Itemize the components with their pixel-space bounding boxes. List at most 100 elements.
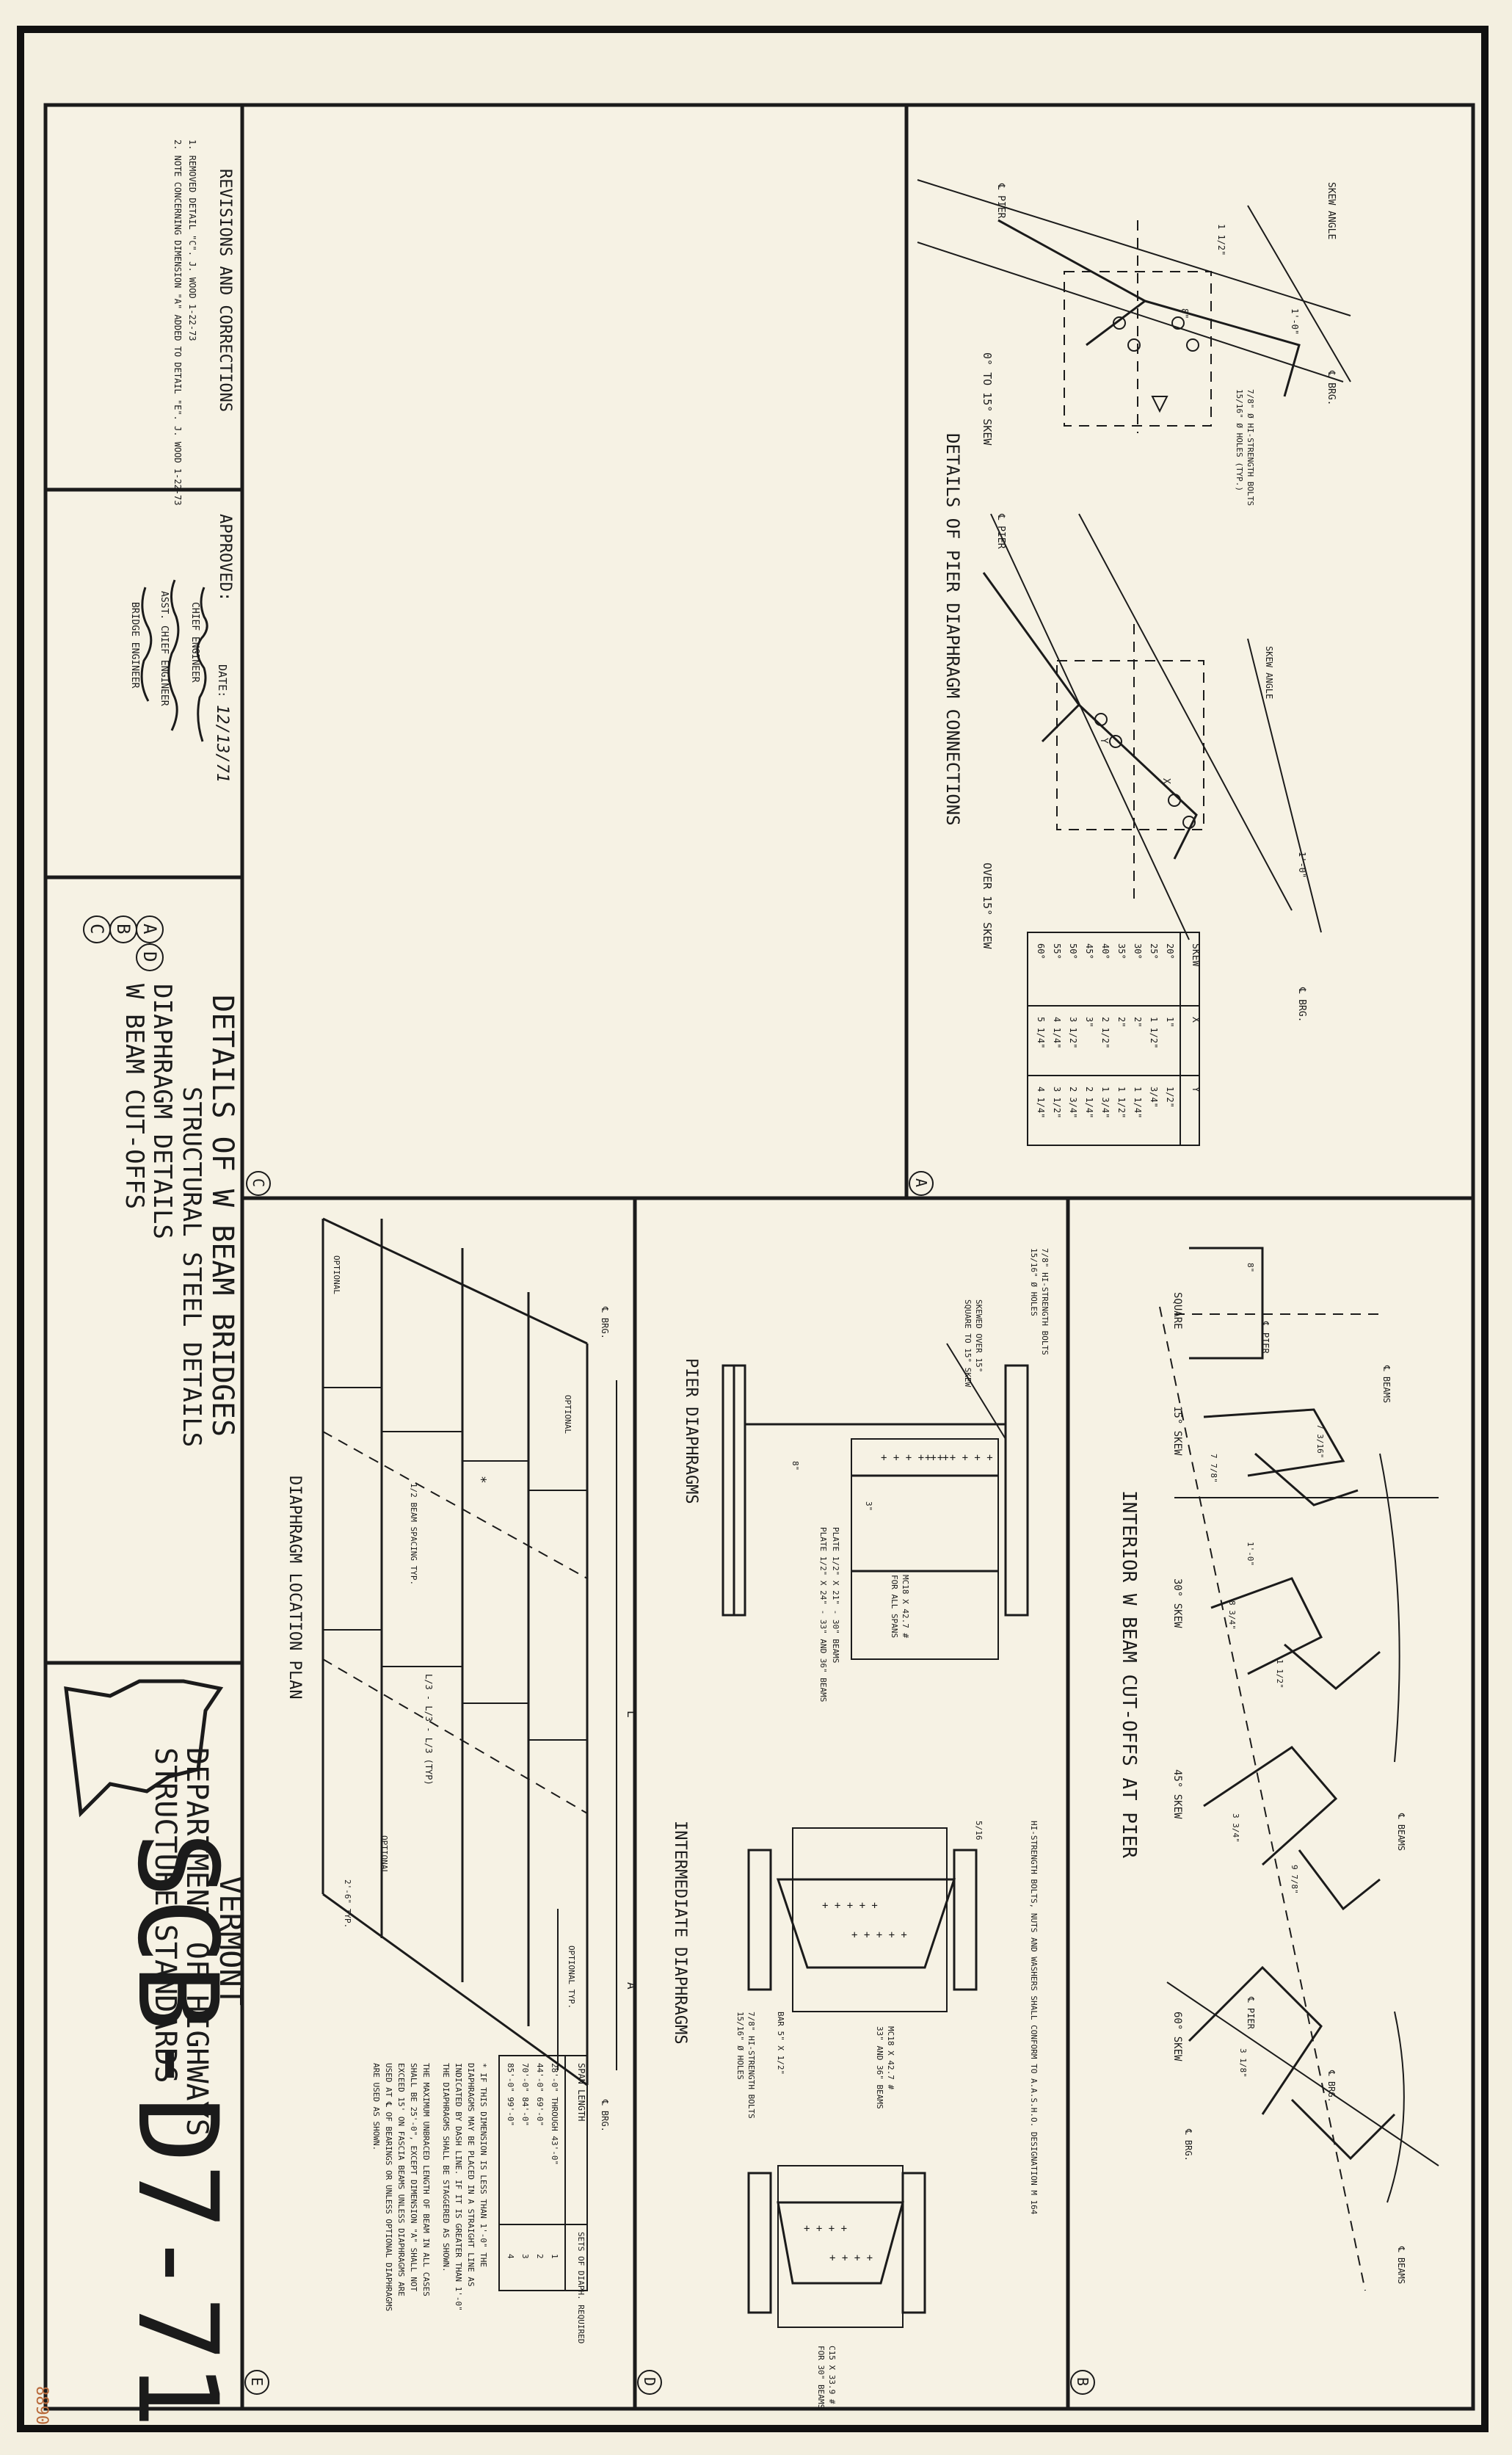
b-title: INTERIOR W BEAM CUT-OFFS AT PIER	[1118, 1490, 1140, 1858]
skew-table-header: X	[1190, 1017, 1201, 1023]
skew-table-cell: 3"	[1084, 1017, 1094, 1027]
d-note-skewed: SKEWED OVER 15°	[974, 1299, 984, 1372]
a-subtitle-2: OVER 15° SKEW	[981, 863, 994, 949]
marker-d	[637, 2370, 662, 2395]
span-table-cell: 4	[506, 2254, 515, 2259]
e-label-optional-1: OPTIONAL	[332, 1255, 341, 1294]
skew-table-cell: 1"	[1165, 1017, 1175, 1027]
mark-a-symbol: A	[139, 924, 160, 935]
e-label-optional-typ: OPTIONAL TYP.	[567, 1945, 576, 2009]
skew-table-cell: 40°	[1100, 943, 1111, 960]
e-label-star: *	[473, 1476, 489, 1484]
revisions-panel: REVISIONS AND CORRECTIONS 1. REMOVED DET…	[172, 139, 234, 506]
marker-a	[909, 1171, 934, 1196]
d-note-mc18b-for: 33" AND 36" BEAMS	[875, 2026, 884, 2109]
skew-table-cell: 1 1/4"	[1133, 1087, 1143, 1118]
span-table-cell: 44'-0" 69'-0"	[535, 2063, 545, 2126]
date-value: 12/13/71	[213, 705, 231, 783]
vermont-outline	[64, 1679, 224, 1818]
e-note-2-line: USED AT ℄ OF BEARINGS OR UNLESS OPTIONAL…	[384, 2063, 393, 2311]
sheet-number: SCB-D7-71	[113, 1832, 241, 2429]
skew-table-cell: 2 3/4"	[1068, 1087, 1078, 1118]
title-block: DETAILS OF W BEAM BRIDGES STRUCTURAL STE…	[83, 915, 239, 1447]
revision-item-1: 1. REMOVED DETAIL "C". J. WOOD 1-22-73	[187, 139, 197, 341]
svg-text:+ + + +: + + + +	[829, 2252, 873, 2264]
d-dim-eight: 8"	[790, 1461, 800, 1471]
skew-table-cell: 1/2"	[1165, 1087, 1175, 1108]
d-pier-drawing: + + + + + + + + + + + +	[722, 1343, 1029, 1660]
a-label-one-ft: 1'-0"	[1290, 308, 1300, 335]
b-label-square: SQUARE	[1171, 1292, 1183, 1330]
span-table-cell: 85'-0" 99'-0"	[506, 2063, 515, 2126]
agency-state: VERMONT	[213, 1876, 249, 2006]
skew-table-cell: 50°	[1068, 943, 1078, 960]
revision-item-2: 2. NOTE CONCERNING DIMENSION "A" ADDED T…	[172, 139, 183, 506]
date-label: DATE:	[216, 664, 229, 697]
a-label-pier-2: ℄ PIER	[995, 513, 1006, 549]
span-table-header: SPAN LENGTH	[576, 2063, 586, 2121]
d-note-mc18b: MC18 X 42.7 #	[886, 2026, 895, 2089]
d-note-bolts-2: 15/16" Ø HOLES	[1029, 1248, 1039, 1316]
e-label-brg-2: ℄ BRG.	[600, 2099, 610, 2132]
skew-table-cell: 55°	[1052, 943, 1062, 960]
skew-table-cell: 2 1/2"	[1100, 1017, 1111, 1048]
skew-table-header: Y	[1190, 1087, 1201, 1092]
d-int-drawing-2: + + + + + + + +	[747, 2165, 926, 2328]
skew-table-cell: 1 1/2"	[1116, 1087, 1127, 1118]
a-subtitle-1: 0° TO 15° SKEW	[981, 352, 994, 446]
e-note-2-line: ARE USED AS SHOWN.	[371, 2063, 381, 2150]
e-plan-drawing	[321, 1217, 617, 2086]
b-dim-2: 7 7/8"	[1209, 1454, 1218, 1483]
svg-text:+ + + +: + + + +	[804, 2223, 847, 2235]
b-label-brg-2: ℄ BRG.	[1326, 2070, 1337, 2103]
skew-table-cell: 25°	[1149, 943, 1159, 960]
e-note-2-line: EXCEED 15' ON FASCIA BEAMS UNLESS DIAPHR…	[396, 2063, 406, 2296]
marker-e	[244, 2370, 269, 2395]
mark-b-symbol: B	[113, 924, 134, 934]
a-label-brg-1: ℄ BRG.	[1326, 370, 1337, 405]
drawing-subtitle: STRUCTURAL STEEL DETAILS	[177, 1087, 206, 1447]
skew-table-cell: 45°	[1084, 943, 1094, 960]
a-label-bolts-2: 15/16" Ø HOLES (TYP.)	[1235, 389, 1244, 491]
e-label-two-six: 2'-6" TYP.	[343, 1879, 352, 1928]
span-table-cell: 1	[550, 2254, 559, 2259]
e-note-2-line: THE MAXIMUM UNBRACED LENGTH OF BEAM IN A…	[421, 2063, 431, 2296]
skew-table-cell: 20°	[1165, 943, 1175, 960]
skew-table-cell: 30°	[1133, 943, 1143, 960]
svg-text:+ + + + +: + + + + +	[851, 1929, 907, 1941]
detail-b: INTERIOR W BEAM CUT-OFFS AT PIER SQUARE	[1070, 1247, 1439, 2395]
d-pier-title: PIER DIAPHRAGMS	[682, 1358, 700, 1504]
a-label-skew-angle: SKEW ANGLE	[1326, 182, 1337, 239]
approval-panel: APPROVED: DATE: 12/13/71 CHIEF ENGINEER …	[129, 514, 234, 783]
e-note-2-line: SHALL BE 25'-0", EXCEPT DIMENSION "A" SH…	[409, 2063, 418, 2292]
d-dim-five16: 5/16	[974, 1821, 984, 1841]
svg-text:+ + + + +: + + + + +	[822, 1900, 878, 1912]
skew-table-cell: 1 1/2"	[1149, 1017, 1159, 1048]
b-dim-4: 9 7/8"	[1290, 1865, 1299, 1894]
e-title: DIAPHRAGM LOCATION PLAN	[286, 1476, 304, 1700]
b-label-brg-1: ℄ BRG.	[1183, 2128, 1193, 2161]
b-drawing	[1159, 1247, 1439, 2291]
e-label-half-spacing: 1/2 BEAM SPACING TYP.	[409, 1483, 418, 1585]
detail-a: SKEW ANGLE ℄ PIER ℄ BRG. 1'-0" 7/8" Ø HI…	[909, 179, 1351, 1196]
marker-d-letter: D	[641, 2377, 658, 2386]
marker-b	[1070, 2370, 1095, 2395]
detail-a-drawing-left	[917, 179, 1351, 433]
skew-table-cell: 3 1/2"	[1052, 1087, 1062, 1118]
b-dim-9: 3 1/8"	[1238, 2048, 1248, 2078]
d-note-plate-1: PLATE 1/2" X 21" - 30" BEAMS	[831, 1527, 840, 1663]
a-label-one-ft-2: 1'-0"	[1297, 852, 1307, 878]
e-note-1-line: INDICATED BY DASH LINE. IF IT IS GREATER…	[454, 2063, 463, 2311]
d-int-title: INTERMEDIATE DIAPHRAGMS	[671, 1821, 689, 2045]
marker-a-letter: A	[912, 1178, 930, 1187]
d-int-drawing-1: + + + + + + + + + +	[747, 1827, 978, 2012]
mark-c-symbol: C	[87, 924, 107, 934]
d-note-c15-for: FOR 30" BEAMS	[816, 2346, 826, 2409]
e-note-1-line: THE DIAPHRAGMS SHALL BE STAGGERED AS SHO…	[441, 2063, 451, 2272]
skew-table-header: SKEW	[1190, 943, 1201, 966]
b-label-beams-2: ℄ BEAMS	[1396, 1813, 1406, 1851]
e-note-1-line: DIAPHRAGMS MAY BE PLACED IN A STRAIGHT L…	[466, 2063, 476, 2287]
d-note-all-spans: FOR ALL SPANS	[890, 1575, 899, 1638]
